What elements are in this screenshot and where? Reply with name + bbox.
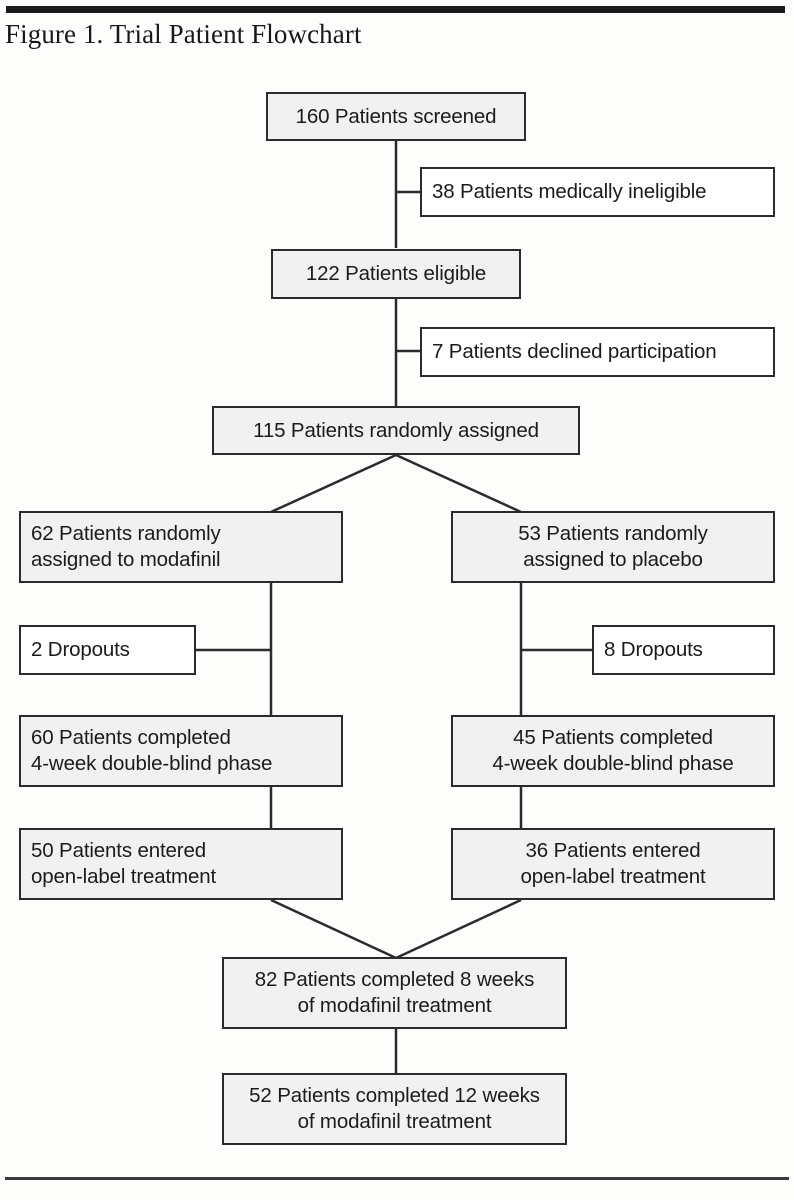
edge-modafinil-open-8wk xyxy=(270,898,397,960)
node-modafinil-open-label-label: 50 Patients entered open-label treatment xyxy=(31,839,217,888)
edge-randomized-placebo xyxy=(395,453,522,514)
node-placebo-dropouts-label: 8 Dropouts xyxy=(604,638,703,661)
edge-randomized-modafinil xyxy=(270,453,397,514)
node-completed-8-weeks-label: 82 Patients completed 8 weeks of modafin… xyxy=(254,968,535,1017)
node-modafinil-open-label[interactable]: 50 Patients entered open-label treatment xyxy=(19,828,343,900)
node-completed-12-weeks-label: 52 Patients completed 12 weeks of modafi… xyxy=(249,1084,540,1133)
node-declined-label: 7 Patients declined participation xyxy=(432,340,717,363)
page-title: Figure 1. Trial Patient Flowchart xyxy=(5,19,362,49)
node-screened[interactable]: 160 Patients screened xyxy=(266,92,526,141)
node-placebo-arm[interactable]: 53 Patients randomly assigned to placebo xyxy=(451,511,775,583)
node-eligible[interactable]: 122 Patients eligible xyxy=(271,249,521,299)
node-eligible-label: 122 Patients eligible xyxy=(305,262,487,285)
node-modafinil-arm[interactable]: 62 Patients randomly assigned to modafin… xyxy=(19,511,343,583)
edge-placebo-open-8wk xyxy=(395,898,522,960)
node-ineligible-label: 38 Patients medically ineligible xyxy=(432,180,707,203)
node-completed-12-weeks[interactable]: 52 Patients completed 12 weeks of modafi… xyxy=(222,1073,567,1145)
node-placebo-open-label[interactable]: 36 Patients entered open-label treatment xyxy=(451,828,775,900)
top-rule xyxy=(6,6,785,13)
node-ineligible[interactable]: 38 Patients medically ineligible xyxy=(420,167,775,217)
node-screened-label: 160 Patients screened xyxy=(295,104,497,128)
node-declined[interactable]: 7 Patients declined participation xyxy=(420,327,775,377)
node-modafinil-dropouts-label: 2 Dropouts xyxy=(31,638,130,661)
node-modafinil-dropouts[interactable]: 2 Dropouts xyxy=(19,625,196,675)
node-randomized[interactable]: 115 Patients randomly assigned xyxy=(212,406,580,455)
bottom-rule xyxy=(5,1177,789,1180)
node-placebo-open-label-label: 36 Patients entered open-label treatment xyxy=(520,839,706,888)
node-modafinil-double-blind-label: 60 Patients completed 4-week double-blin… xyxy=(31,726,273,775)
node-placebo-dropouts[interactable]: 8 Dropouts xyxy=(592,625,775,675)
node-modafinil-double-blind[interactable]: 60 Patients completed 4-week double-blin… xyxy=(19,715,343,787)
node-completed-8-weeks[interactable]: 82 Patients completed 8 weeks of modafin… xyxy=(222,957,567,1029)
node-modafinil-arm-label: 62 Patients randomly assigned to modafin… xyxy=(31,522,221,571)
node-placebo-double-blind[interactable]: 45 Patients completed 4-week double-blin… xyxy=(451,715,775,787)
node-placebo-double-blind-label: 45 Patients completed 4-week double-blin… xyxy=(492,726,734,775)
node-randomized-label: 115 Patients randomly assigned xyxy=(253,418,539,442)
node-placebo-arm-label: 53 Patients randomly assigned to placebo xyxy=(518,522,708,571)
